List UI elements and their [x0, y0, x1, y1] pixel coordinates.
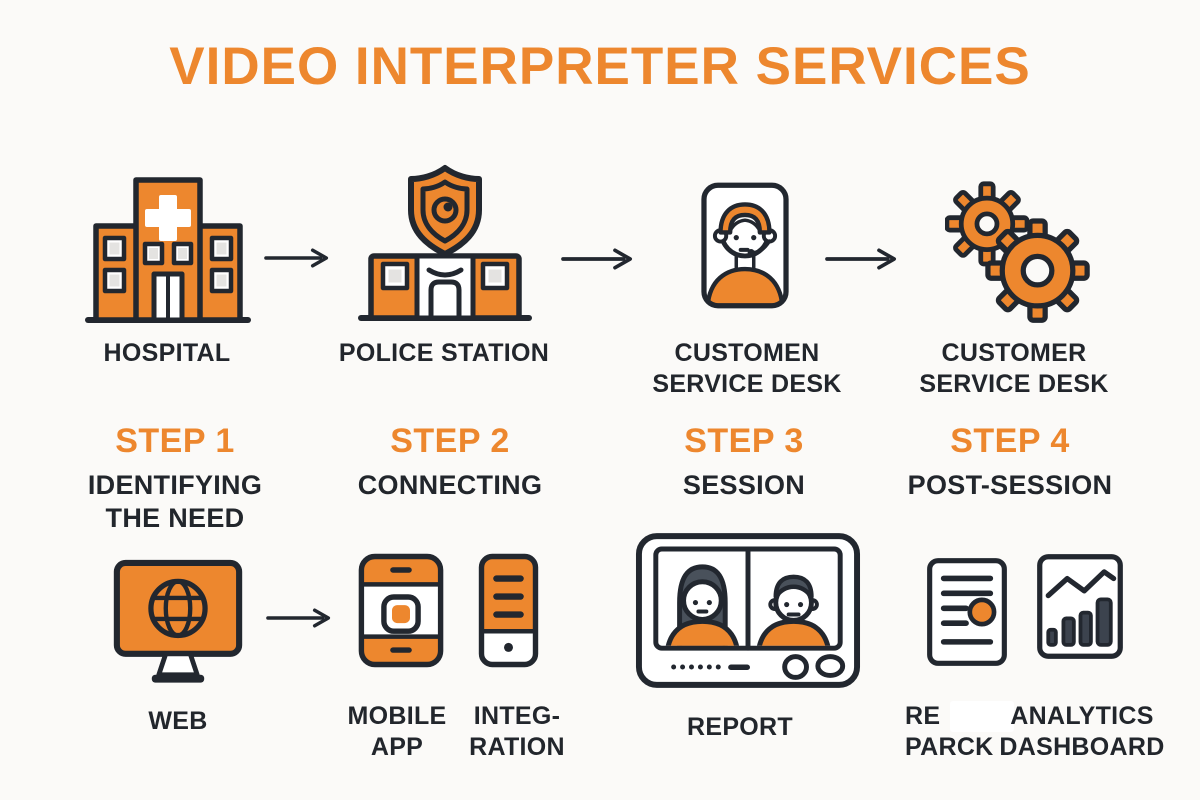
step-3-title: STEP 3	[684, 422, 804, 460]
step-2-title: STEP 2	[390, 422, 510, 460]
label-line: SERVICE DESK	[652, 370, 842, 398]
step-2-name: CONNECTING	[357, 470, 543, 500]
customer-service-desk-2-label: CUSTOMER SERVICE DESK	[914, 338, 1114, 400]
gears-icon	[945, 180, 1090, 325]
step-1-name: IDENTIFYING THE NEED	[87, 470, 263, 533]
server-integration-icon	[477, 552, 540, 669]
step-3-name: SESSION	[682, 470, 806, 500]
page-title: VIDEO INTERPRETER SERVICES	[169, 37, 1031, 96]
police-station-label: POLICE STATION	[338, 339, 550, 367]
video-call-screen-icon	[634, 531, 862, 690]
step-1-title: STEP 1	[115, 422, 235, 460]
label-line: DASHBOARD	[999, 733, 1165, 761]
label-line: INTEG-	[473, 702, 561, 730]
label-line: SERVICE DESK	[919, 370, 1109, 398]
hospital-icon	[78, 168, 258, 328]
arrow-right-icon	[820, 246, 912, 272]
label-line: RATION	[469, 733, 565, 761]
label-line: APP	[370, 733, 424, 761]
label-line: RE	[905, 702, 941, 730]
watermark-patch	[950, 701, 1014, 732]
arrow-right-icon	[266, 606, 340, 630]
label-line: CUSTOMEN	[674, 339, 820, 367]
web-monitor-icon	[108, 556, 248, 687]
customer-service-desk-1-label: CUSTOMEN SERVICE DESK	[647, 338, 847, 400]
analytics-dashboard-label: ANALYTICS DASHBOARD	[982, 701, 1182, 763]
step-3-block: STEP 3 SESSION	[614, 422, 874, 502]
step-2-block: STEP 2 CONNECTING	[320, 422, 580, 502]
label-line: PARCK	[905, 733, 994, 761]
hospital-label: HOSPITAL	[103, 339, 231, 367]
label-line: CUSTOMER	[941, 339, 1087, 367]
mobile-app-icon	[356, 552, 446, 669]
garbled-report-label: RE PARCK	[905, 701, 1025, 763]
step-1-block: STEP 1 IDENTIFYING THE NEED	[45, 422, 305, 535]
step-4-block: STEP 4 POST-SESSION	[880, 422, 1140, 502]
analytics-chart-icon	[1035, 552, 1125, 661]
step-4-name: POST-SESSION	[907, 470, 1113, 500]
report-document-icon	[925, 556, 1009, 668]
step-4-title: STEP 4	[950, 422, 1070, 460]
report-label: REPORT	[687, 713, 793, 741]
web-label: WEB	[148, 707, 208, 735]
integration-label: INTEG- RATION	[417, 701, 617, 763]
label-line: ANALYTICS	[1010, 702, 1154, 730]
mobile-app-label: MOBILE APP	[297, 701, 497, 763]
arrow-right-icon	[264, 246, 338, 270]
support-agent-icon	[697, 180, 793, 311]
arrow-right-icon	[556, 246, 648, 272]
label-line: MOBILE	[347, 702, 447, 730]
police-station-icon	[355, 158, 535, 328]
